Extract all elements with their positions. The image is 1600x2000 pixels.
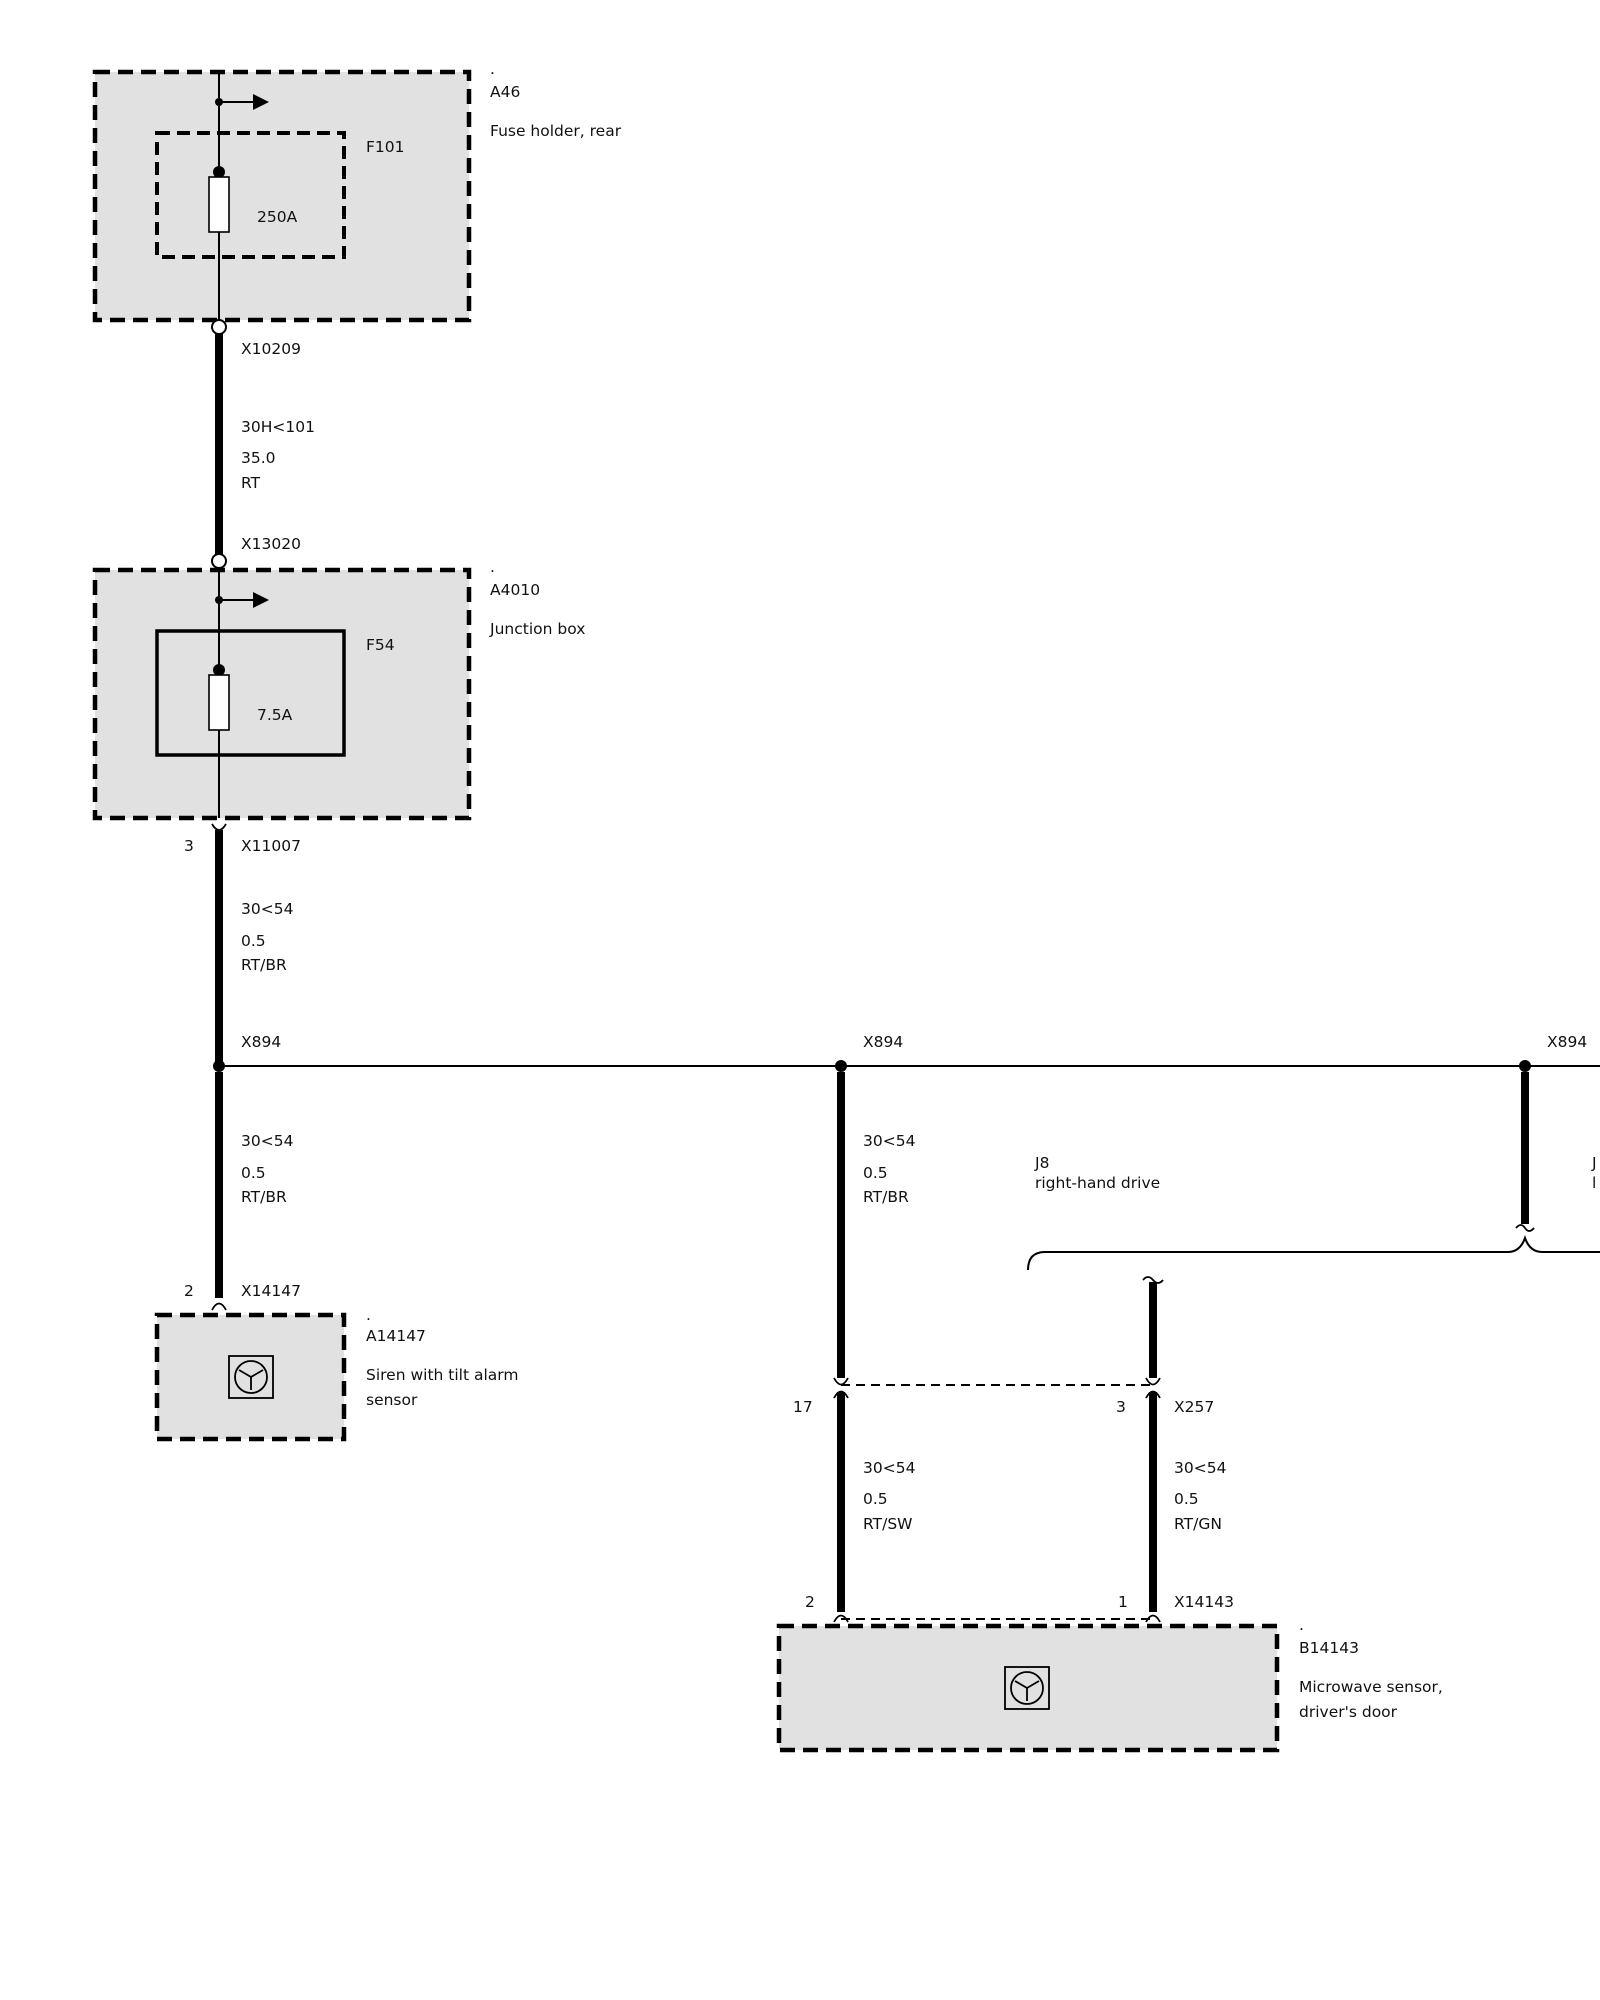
a14147-symbol-frame: [228, 1355, 274, 1399]
b14143-sensor-icon: [1010, 1671, 1044, 1705]
a4010-box: [92, 567, 472, 821]
w3-gauge: 0.5: [241, 1164, 266, 1182]
b14143-symbol-frame: [1004, 1666, 1050, 1710]
component-a4010: . A4010 Junction box F54 7.5A: [92, 558, 585, 821]
a14147-desc-2: sensor: [366, 1391, 418, 1409]
w5-color: RT/SW: [863, 1515, 913, 1533]
x257-pin-right: 3: [1116, 1398, 1126, 1416]
w4-color: RT/BR: [863, 1188, 909, 1206]
x14143-label: X14143: [1174, 1593, 1234, 1611]
a46-marker: .: [490, 60, 495, 78]
f101-box: [155, 131, 346, 259]
f54-box: [155, 629, 346, 757]
w1-color: RT: [241, 474, 261, 492]
x14147-pin: 2: [184, 1282, 194, 1300]
x14147-label: X14147: [241, 1282, 301, 1300]
w3-signal: 30<54: [241, 1132, 293, 1150]
f101-fuse-icon: [208, 176, 230, 233]
w2-color: RT/BR: [241, 956, 287, 974]
w5-signal: 30<54: [863, 1459, 915, 1477]
a14147-sensor-icon: [234, 1360, 268, 1394]
j8-id: J8: [1034, 1154, 1049, 1172]
x13020-label: X13020: [241, 535, 301, 553]
b14143-desc-1: Microwave sensor,: [1299, 1678, 1443, 1696]
w5-gauge: 0.5: [863, 1490, 888, 1508]
a4010-desc: Junction box: [489, 620, 585, 638]
x894-mid-label: X894: [863, 1033, 903, 1051]
a46-box: [92, 69, 472, 323]
w6-gauge: 0.5: [1174, 1490, 1199, 1508]
w2-gauge: 0.5: [241, 932, 266, 950]
b14143-id: B14143: [1299, 1639, 1359, 1657]
x11007-label: X11007: [241, 837, 301, 855]
x257-pin3-bottom-icon: [1145, 1390, 1161, 1399]
x257-pin-left: 17: [793, 1398, 813, 1416]
x894-mid-splice: [835, 1060, 847, 1072]
x257-pin17-bottom-icon: [833, 1390, 849, 1399]
b14143-marker: .: [1299, 1616, 1304, 1634]
x14147-pin-icon: [211, 1302, 227, 1311]
x257-pin3-top-icon: [1145, 1377, 1161, 1386]
x894-right-label: X894: [1547, 1033, 1587, 1051]
w6-signal: 30<54: [1174, 1459, 1226, 1477]
component-b14143: . B14143 Microwave sensor, driver's door: [776, 1616, 1443, 1753]
x11007-pin: 3: [184, 837, 194, 855]
x894-right-splice: [1519, 1060, 1531, 1072]
a46-desc: Fuse holder, rear: [490, 122, 622, 140]
f54-id: F54: [366, 636, 395, 654]
a14147-transistor-icon: [238, 1369, 264, 1390]
x14143-pin-right: 1: [1118, 1593, 1128, 1611]
f101-id: F101: [366, 138, 405, 156]
w4-signal: 30<54: [863, 1132, 915, 1150]
w6-color: RT/GN: [1174, 1515, 1222, 1533]
w1-signal: 30H<101: [241, 418, 315, 436]
x894-left-splice: [213, 1060, 225, 1072]
a14147-desc-1: Siren with tilt alarm: [366, 1366, 518, 1384]
a14147-id: A14147: [366, 1327, 426, 1345]
right-branch-cut-icon: [1515, 1224, 1535, 1232]
x13020-connector: [211, 553, 227, 569]
a4010-marker: .: [490, 558, 495, 576]
component-a14147: . A14147 Siren with tilt alarm sensor: [154, 1306, 518, 1442]
x14143-pin-left: 2: [805, 1593, 815, 1611]
x894-left-label: X894: [241, 1033, 281, 1051]
j-cut-desc: l: [1592, 1174, 1596, 1192]
j-cut-id: J: [1591, 1154, 1597, 1172]
x11007-pin-icon: [211, 823, 227, 831]
w4-gauge: 0.5: [863, 1164, 888, 1182]
component-a46: . A46 Fuse holder, rear F101 250A: [92, 60, 622, 323]
a46-id: A46: [490, 83, 520, 101]
a4010-id: A4010: [490, 581, 540, 599]
a46-arrow-icon: [253, 94, 269, 110]
b14143-transistor-icon: [1014, 1680, 1040, 1701]
x257-pin17-top-icon: [833, 1377, 849, 1386]
x14143-pin1-icon: [1145, 1614, 1161, 1623]
b14143-desc-2: driver's door: [1299, 1703, 1398, 1721]
w3-color: RT/BR: [241, 1188, 287, 1206]
x257-label: X257: [1174, 1398, 1214, 1416]
f54-fuse-cap: [213, 664, 225, 676]
x14143-pin2-icon: [833, 1614, 849, 1623]
f54-fuse-icon: [208, 674, 230, 731]
x257-right-cut-icon: [1142, 1276, 1164, 1284]
j8-desc: right-hand drive: [1035, 1174, 1160, 1192]
a14147-marker: .: [366, 1306, 371, 1324]
f101-fuse-cap: [213, 166, 225, 178]
x10209-connector: [211, 319, 227, 335]
x10209-label: X10209: [241, 340, 301, 358]
w1-gauge: 35.0: [241, 449, 276, 467]
a4010-arrow-icon: [253, 592, 269, 608]
f101-rating: 250A: [257, 208, 298, 226]
variant-brace: [1027, 1235, 1600, 1271]
f54-rating: 7.5A: [257, 706, 293, 724]
w2-signal: 30<54: [241, 900, 293, 918]
